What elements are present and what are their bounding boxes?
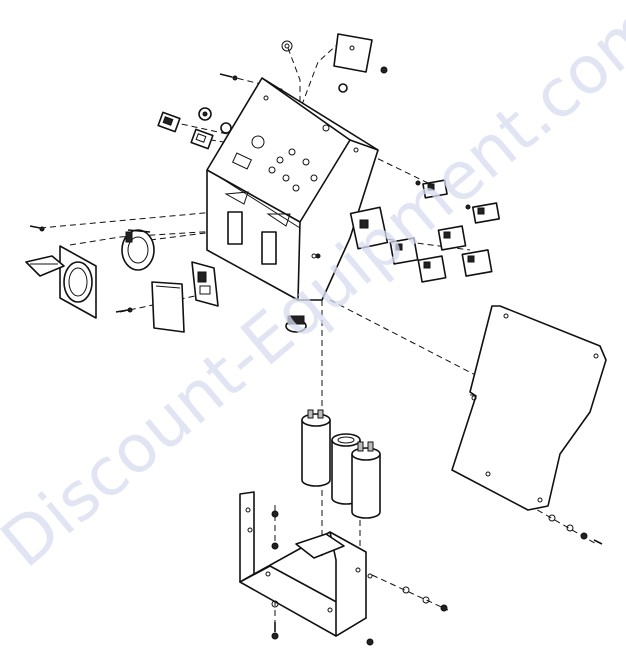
module-5	[389, 237, 419, 265]
fasteners-lower	[271, 253, 603, 646]
rocker-switches	[157, 111, 214, 150]
module-6	[461, 249, 493, 277]
circuit-breaker	[191, 261, 219, 307]
control-box	[206, 77, 379, 301]
side-panel	[451, 305, 607, 511]
module-4	[437, 225, 467, 251]
capacitor-3	[351, 441, 381, 519]
rectifier-modules	[349, 179, 501, 283]
key-switch	[198, 107, 232, 134]
capacitor-1	[301, 409, 331, 487]
breaker-cover	[115, 281, 185, 333]
twist-lock-receptacle	[25, 225, 97, 319]
duplex-receptacle	[121, 229, 155, 271]
capacitors	[301, 409, 381, 519]
mounting-bracket	[239, 491, 373, 637]
module-7	[417, 255, 447, 283]
fasteners-top	[219, 40, 388, 93]
module-1	[422, 179, 448, 199]
relay	[285, 315, 307, 333]
module-3	[349, 206, 389, 250]
cover-plate	[333, 33, 373, 73]
module-2	[471, 202, 501, 224]
